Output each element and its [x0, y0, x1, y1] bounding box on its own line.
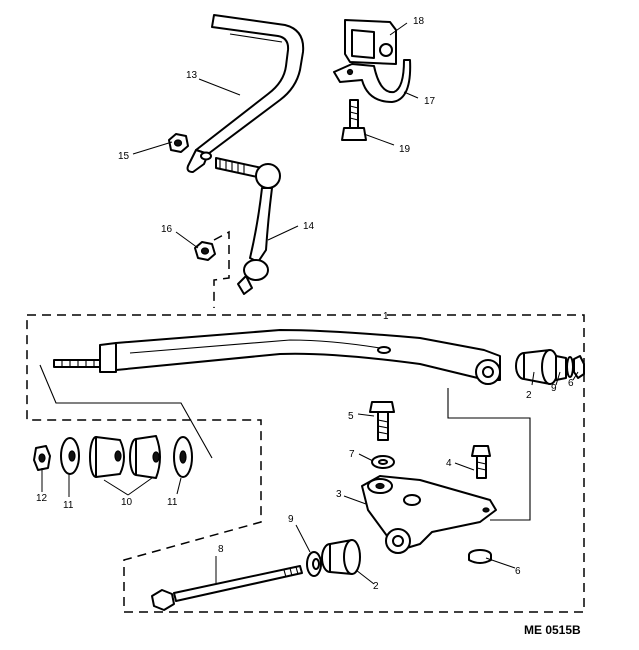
callout-10: 10 [121, 497, 133, 508]
bolt-8 [151, 565, 303, 611]
callout-6-lower: 6 [515, 566, 521, 577]
callout-3: 3 [336, 489, 342, 500]
reference-code: ME 0515B [524, 623, 581, 637]
bolt-4 [471, 445, 491, 479]
callout-11-right: 11 [167, 497, 178, 508]
callout-5: 5 [348, 411, 354, 422]
nut-16 [194, 241, 216, 261]
washer-9-lower [306, 551, 322, 577]
bolt-19 [341, 99, 367, 141]
callout-labels: 18 17 19 13 15 14 16 1 2 9 6 5 7 4 3 6 9… [36, 16, 574, 592]
bush-10-left [89, 436, 125, 478]
callout-15: 15 [118, 151, 130, 162]
callout-17: 17 [424, 96, 436, 107]
callout-16: 16 [161, 224, 173, 235]
callout-1: 1 [383, 311, 389, 322]
callout-14: 14 [303, 221, 315, 232]
bush-10-right [129, 435, 161, 479]
callout-12: 12 [36, 493, 48, 504]
callout-7: 7 [349, 449, 355, 460]
nut-6-lower [468, 549, 492, 564]
washer-11-left [60, 437, 80, 475]
callout-13: 13 [186, 70, 198, 81]
assembly-boundary [26, 314, 585, 613]
callout-9-upper: 9 [551, 383, 557, 394]
drop-link [215, 157, 281, 295]
nut-12 [33, 445, 51, 471]
clamp-bush-18 [344, 19, 397, 65]
tie-rod [53, 329, 501, 385]
washer-7 [371, 455, 395, 469]
bracket-3 [361, 475, 497, 554]
washer-11-right [173, 436, 193, 478]
callout-4: 4 [446, 458, 452, 469]
bolt-5 [369, 401, 395, 441]
bush-2-lower [321, 539, 361, 575]
nut-6-upper [573, 355, 585, 379]
callout-2-lower: 2 [373, 581, 379, 592]
callout-9-lower: 9 [288, 514, 294, 525]
callout-19: 19 [399, 144, 411, 155]
callout-6-upper: 6 [568, 378, 574, 389]
nut-15 [168, 133, 189, 153]
callout-18: 18 [413, 16, 425, 27]
callout-2-upper: 2 [526, 390, 532, 401]
callout-11-left: 11 [63, 500, 74, 511]
anti-roll-bar [186, 14, 305, 173]
leader-lines [41, 22, 579, 585]
washer-9-upper [566, 356, 574, 378]
callout-8: 8 [218, 544, 224, 555]
clamp-17 [333, 59, 412, 103]
bush-2-upper [515, 349, 567, 385]
